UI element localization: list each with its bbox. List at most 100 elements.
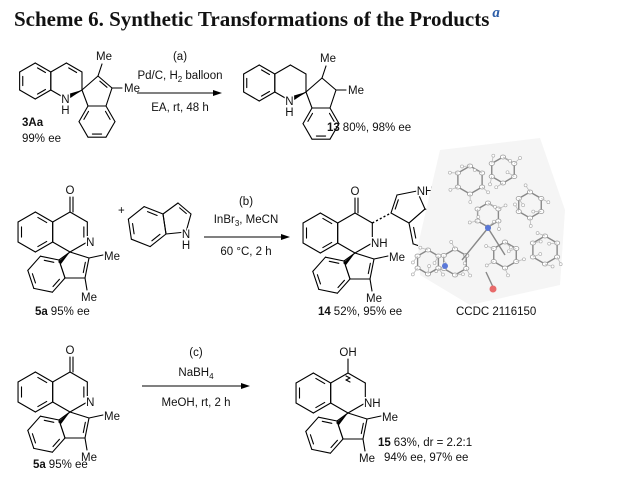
bond <box>34 89 52 100</box>
ortep-hydrogen-atom <box>460 164 464 169</box>
double-bond-line <box>99 80 108 88</box>
arrow-head-icon <box>241 383 250 389</box>
fused-benzene-ring <box>17 371 54 413</box>
bond <box>33 287 53 293</box>
double-bond-line <box>68 67 78 74</box>
double-bond-line <box>151 233 161 242</box>
bond <box>347 402 366 414</box>
bond <box>58 411 71 421</box>
bond <box>19 89 36 100</box>
bond <box>27 269 35 289</box>
double-bond-line <box>394 199 399 210</box>
stereo-wedge <box>58 252 70 264</box>
bond <box>88 414 104 419</box>
ortep-hydrogen-atom <box>462 261 467 266</box>
ortep-hydrogen-atom <box>472 168 477 172</box>
ortep-hydrogen-atom <box>547 241 551 246</box>
bond <box>52 371 71 383</box>
stereo-hash <box>386 213 390 216</box>
ortep-hydrogen-atom <box>468 273 472 278</box>
stereo-hash <box>379 217 382 220</box>
reaction-b-conditions: 60 °C, 2 h <box>220 246 271 258</box>
double-bond-line <box>179 207 187 215</box>
ortep-hydrogen-atom <box>506 273 510 278</box>
bond <box>336 412 349 422</box>
bond <box>39 255 60 261</box>
bond <box>312 402 332 414</box>
stereo-wedge <box>292 92 306 100</box>
double-bond-line <box>328 260 340 264</box>
methyl-label: Me <box>96 51 112 63</box>
methyl-label: Me <box>81 292 97 304</box>
methyl-label: Me <box>104 411 120 423</box>
double-bond-line <box>322 217 333 225</box>
bond <box>289 64 307 75</box>
double-bond-line <box>52 278 61 288</box>
bond <box>302 123 313 140</box>
bond <box>52 401 71 413</box>
bond <box>396 190 418 196</box>
double-bond-line <box>316 274 322 285</box>
bond <box>69 251 90 259</box>
double-bond-line <box>31 433 37 444</box>
stereo-hash <box>375 219 379 222</box>
indole-structure: NH <box>127 202 192 254</box>
bond <box>27 429 35 449</box>
ortep-bond <box>461 227 489 261</box>
nitrogen-label: N <box>285 96 293 108</box>
bond <box>39 415 60 421</box>
double-bond-line <box>36 67 46 74</box>
ortep-hydrogen-atom <box>538 252 543 256</box>
bond <box>295 402 314 414</box>
ortep-hydrogen-atom <box>493 205 497 209</box>
oxygen-label: O <box>66 345 75 357</box>
nitrogen-label: N <box>86 397 94 409</box>
structures: MeMeNHMeMeNHOMeMeNOMeMeNHNHOMeMeNOHMeMeN… <box>17 50 450 467</box>
double-bond-line <box>260 69 270 76</box>
double-bond-line <box>83 110 90 120</box>
bond <box>69 371 88 383</box>
bond <box>127 206 145 220</box>
ortep-nitrogen-atom <box>442 263 448 269</box>
bond <box>84 437 88 451</box>
reaction-a-conditions: EA, rt, 48 h <box>151 102 209 114</box>
nh-label: NH <box>364 398 381 410</box>
stereo-hash <box>372 221 375 224</box>
ortep-hydrogen-atom <box>550 264 555 269</box>
stereo-wedge <box>68 90 82 98</box>
bond <box>17 241 36 253</box>
bond <box>50 62 67 73</box>
hydrogen-label: H <box>285 107 293 119</box>
bond <box>312 372 332 384</box>
reaction-c-arrow: (c) NaBH4 MeOH, rt, 2 h <box>142 347 250 409</box>
bond <box>81 75 99 91</box>
ortep-hydrogen-atom <box>486 190 490 195</box>
ortep-hydrogen-atom <box>488 182 492 187</box>
bond <box>78 105 89 123</box>
ortep-hydrogen-atom <box>535 231 540 235</box>
bond <box>17 401 36 413</box>
double-bond-line <box>37 216 48 224</box>
ortep-hydrogen-atom <box>503 203 508 208</box>
arrow-head-icon <box>281 234 290 240</box>
bond <box>84 417 90 439</box>
bond <box>34 241 54 253</box>
nitrogen-label: N <box>61 94 69 106</box>
bond <box>390 194 398 214</box>
double-bond-line <box>337 279 346 289</box>
ortep-hydrogen-atom <box>427 264 431 268</box>
bond <box>58 251 71 261</box>
bond <box>130 238 151 248</box>
nitrogen-label: N <box>182 229 190 241</box>
ortep-hydrogen-atom <box>467 220 472 225</box>
bond <box>321 77 337 91</box>
bond <box>105 87 113 107</box>
compound-3Aa-id: 3Aa <box>22 117 44 129</box>
bond <box>416 190 426 210</box>
bond <box>84 277 88 291</box>
bond <box>51 437 66 453</box>
bond <box>329 123 340 140</box>
bond <box>302 242 321 254</box>
